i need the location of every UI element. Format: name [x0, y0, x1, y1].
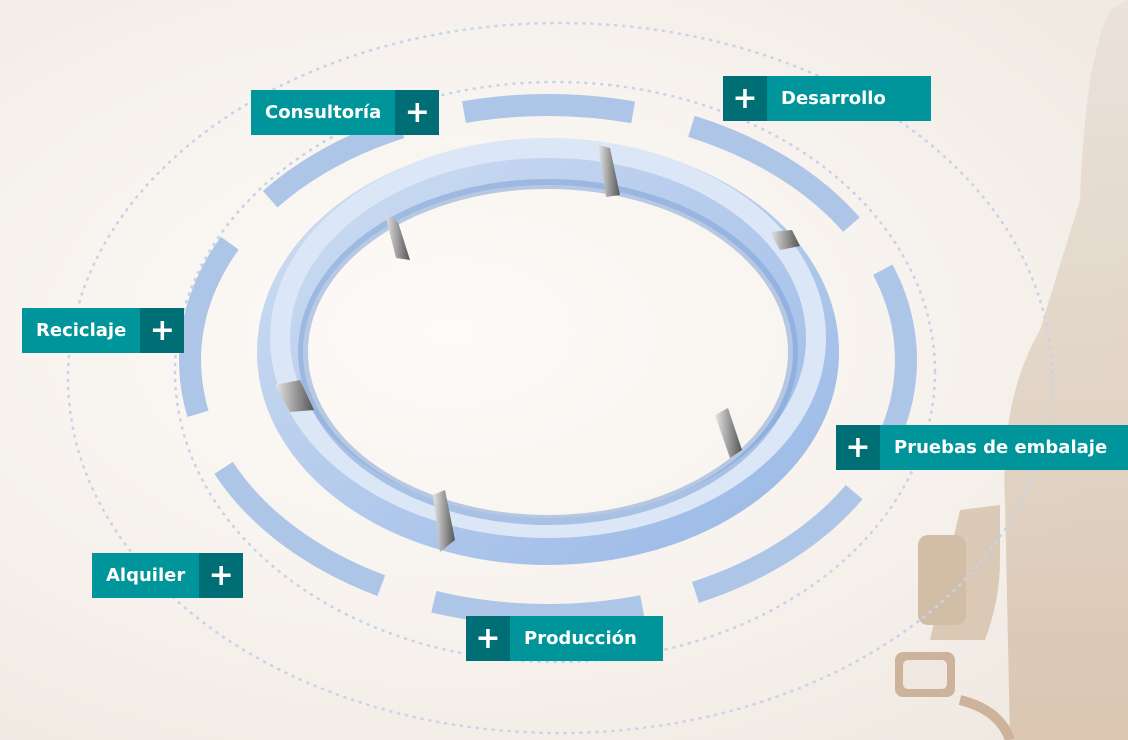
alquiler-label: Alquiler	[106, 565, 186, 586]
plus-icon: +	[723, 76, 767, 121]
alquiler-button[interactable]: Alquiler +	[92, 553, 244, 598]
dotted-orbit	[66, 21, 1054, 735]
plus-icon: +	[466, 616, 510, 661]
plus-icon: +	[836, 425, 880, 470]
reciclaje-label: Reciclaje	[36, 320, 127, 341]
produccion-label: Producción	[524, 628, 637, 649]
outer-ring	[179, 94, 917, 626]
reciclaje-button[interactable]: Reciclaje +	[22, 308, 185, 353]
plus-icon: +	[140, 308, 185, 353]
truck-icon	[895, 0, 1128, 740]
consultoria-button[interactable]: Consultoría +	[251, 90, 440, 135]
consultoria-label: Consultoría	[265, 102, 382, 123]
pruebas-button[interactable]: + Pruebas de embalaje	[836, 425, 1128, 470]
inner-ring	[257, 138, 839, 565]
desarrollo-label: Desarrollo	[781, 88, 886, 109]
desarrollo-button[interactable]: + Desarrollo	[723, 76, 931, 121]
pruebas-label: Pruebas de embalaje	[894, 437, 1108, 458]
plus-icon: +	[199, 553, 244, 598]
produccion-button[interactable]: + Producción	[466, 616, 663, 661]
plus-icon: +	[395, 90, 440, 135]
segment-caps	[275, 145, 800, 552]
